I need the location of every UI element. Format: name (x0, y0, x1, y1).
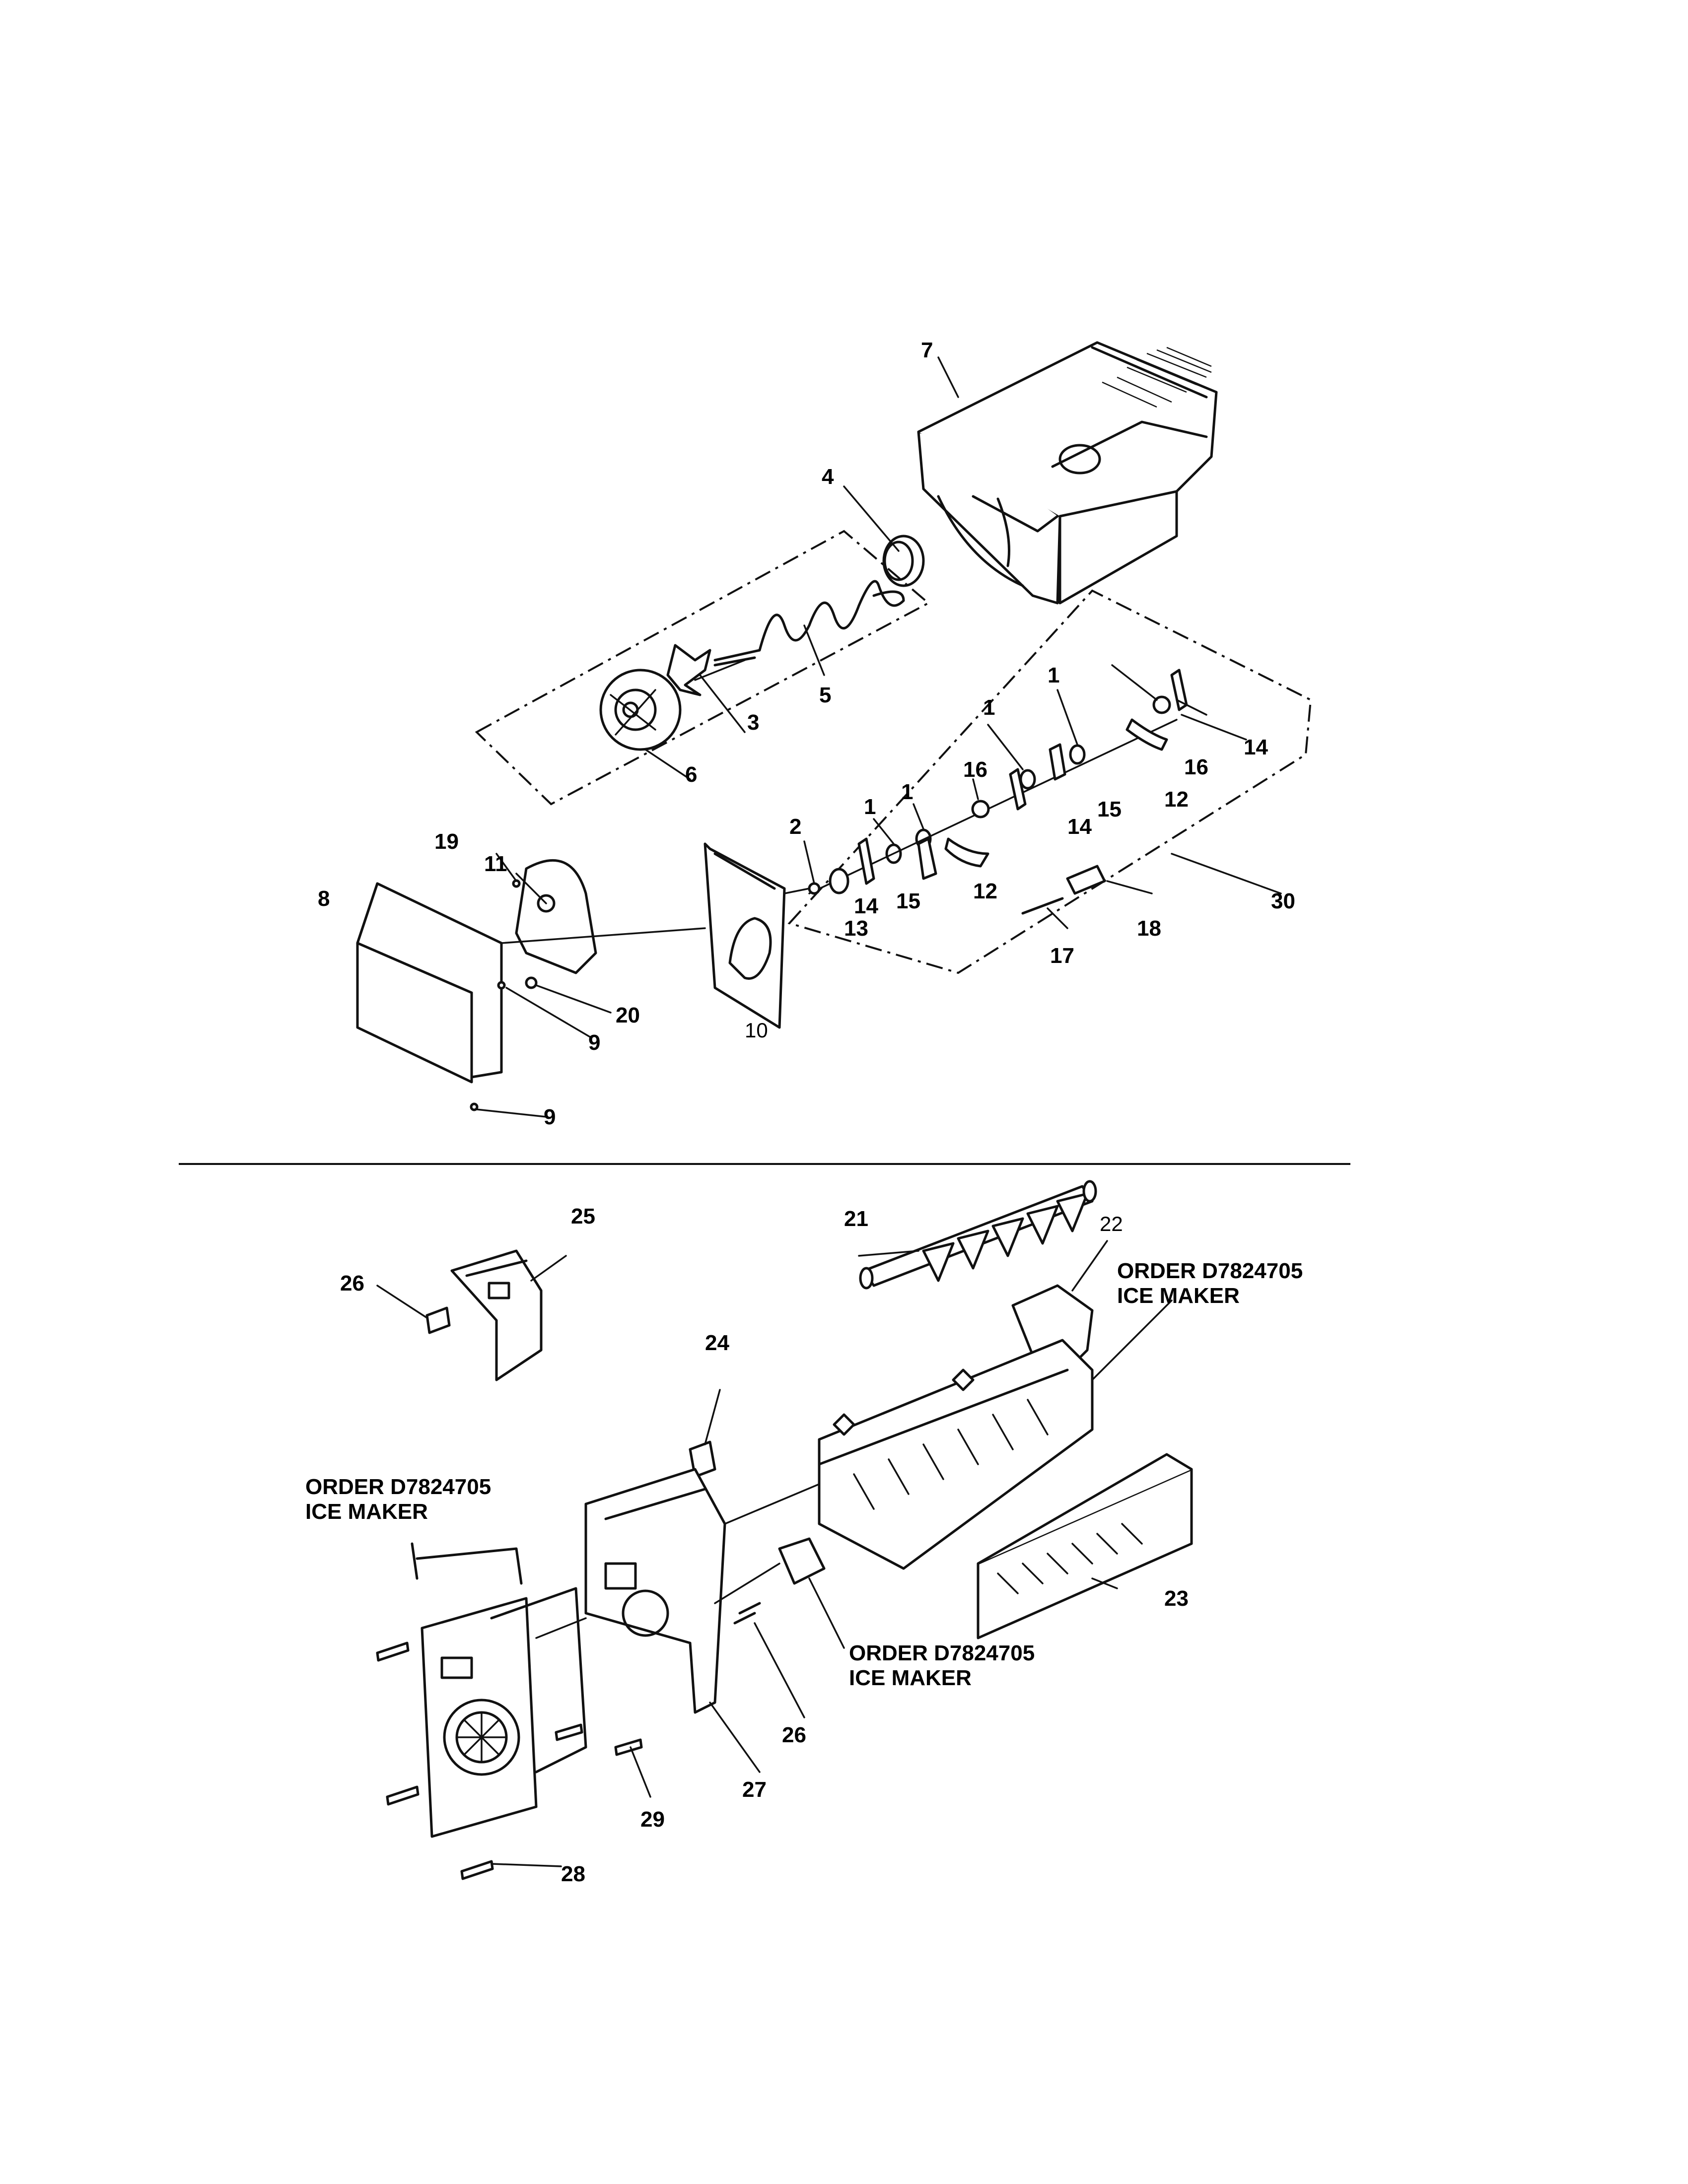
callout-26-lower: 26 (782, 1723, 806, 1747)
front-housing-part-8 (356, 882, 503, 1084)
screw-part-29 (614, 1738, 643, 1756)
order-note-center: ORDER D7824705 ICE MAKER (849, 1641, 1035, 1690)
order-note-center-line1: ORDER D7824705 (849, 1641, 1035, 1665)
callout-16-left: 16 (963, 757, 987, 782)
order-note-right-line2: ICE MAKER (1117, 1284, 1240, 1308)
callout-25: 25 (571, 1204, 595, 1228)
callout-leaders (376, 356, 1282, 1867)
callout-17: 17 (1050, 944, 1074, 968)
callout-2: 2 (789, 815, 801, 839)
order-note-right-line1: ORDER D7824705 (1117, 1259, 1303, 1283)
callout-13: 13 (844, 916, 868, 941)
callout-3: 3 (747, 710, 759, 735)
auger-group-boundary (475, 530, 930, 806)
callout-11: 11 (484, 852, 507, 876)
blade-part-3 (666, 644, 711, 696)
callout-14-mid: 14 (1067, 815, 1092, 839)
motor-small (778, 1537, 826, 1585)
callout-4: 4 (822, 465, 834, 489)
callout-21: 21 (844, 1207, 868, 1231)
callout-30: 30 (1271, 889, 1295, 913)
shaft-group-boundary (787, 589, 1312, 974)
nut-part-2 (808, 882, 821, 895)
order-note-left-line1: ORDER D7824705 (305, 1475, 491, 1499)
callout-5: 5 (819, 683, 831, 707)
callout-12-left: 12 (973, 879, 997, 903)
control-housing-part-27 (584, 1468, 726, 1714)
bearing-part-13 (829, 868, 849, 894)
bracket-part-25 (450, 1249, 543, 1381)
callout-1-lower-left: 1 (864, 795, 876, 819)
pin-part-17 (1021, 897, 1064, 915)
motor-housing-part-11 (515, 859, 597, 974)
callout-29: 29 (640, 1807, 665, 1832)
callout-15-left: 15 (896, 889, 920, 913)
coupler-part-18 (1066, 865, 1106, 895)
ring-part-4 (882, 535, 925, 587)
callout-28: 28 (561, 1862, 585, 1886)
order-note-right: ORDER D7824705 ICE MAKER (1117, 1259, 1303, 1308)
front-plate-assembly (421, 1587, 587, 1838)
callout-14-right: 14 (1244, 735, 1268, 759)
blades-part-14-15-12 (857, 669, 1188, 885)
callout-1-mid: 1 (983, 695, 995, 720)
auger-spring-part-5 (713, 580, 905, 662)
callout-15-right: 15 (1097, 797, 1122, 821)
callout-19: 19 (434, 829, 459, 854)
callout-14-left: 14 (854, 894, 878, 918)
callout-1-upper-left: 1 (901, 780, 913, 804)
order-note-left-line2: ICE MAKER (305, 1500, 428, 1524)
callout-10: 10 (745, 1019, 768, 1042)
callout-24: 24 (705, 1331, 729, 1355)
screw-part-26 (425, 1306, 451, 1334)
callout-18: 18 (1137, 916, 1161, 941)
bracket-plate-part-10 (703, 842, 786, 1029)
order-note-left: ORDER D7824705 ICE MAKER (305, 1475, 491, 1524)
callout-6: 6 (685, 762, 697, 787)
ice-mold-assembly (818, 1339, 1094, 1570)
ejector-part-21 (859, 1180, 1097, 1290)
clip-part-24 (689, 1440, 716, 1478)
screw-part-28 (460, 1860, 494, 1880)
callout-9-lower: 9 (544, 1105, 556, 1129)
shield-part-23 (977, 1453, 1193, 1639)
callout-7: 7 (921, 338, 933, 362)
callout-26-upper: 26 (340, 1271, 364, 1296)
callout-labels: 7 4 5 3 6 1 1 1 1 16 16 14 14 14 15 15 1… (318, 338, 1295, 1886)
callout-27: 27 (742, 1777, 767, 1802)
callout-22: 22 (1100, 1212, 1123, 1235)
callout-12-right: 12 (1164, 787, 1189, 812)
callout-23: 23 (1164, 1586, 1189, 1611)
ice-bucket-part-7 (917, 341, 1218, 605)
callout-8: 8 (318, 887, 330, 911)
callout-20: 20 (616, 1003, 640, 1027)
order-note-center-line2: ICE MAKER (849, 1666, 972, 1690)
callout-9-upper: 9 (588, 1030, 600, 1055)
callout-16-right: 16 (1184, 755, 1208, 779)
callout-1-right: 1 (1048, 663, 1059, 687)
star-part-16 (971, 800, 990, 819)
drive-wheel-part-6 (599, 669, 682, 751)
